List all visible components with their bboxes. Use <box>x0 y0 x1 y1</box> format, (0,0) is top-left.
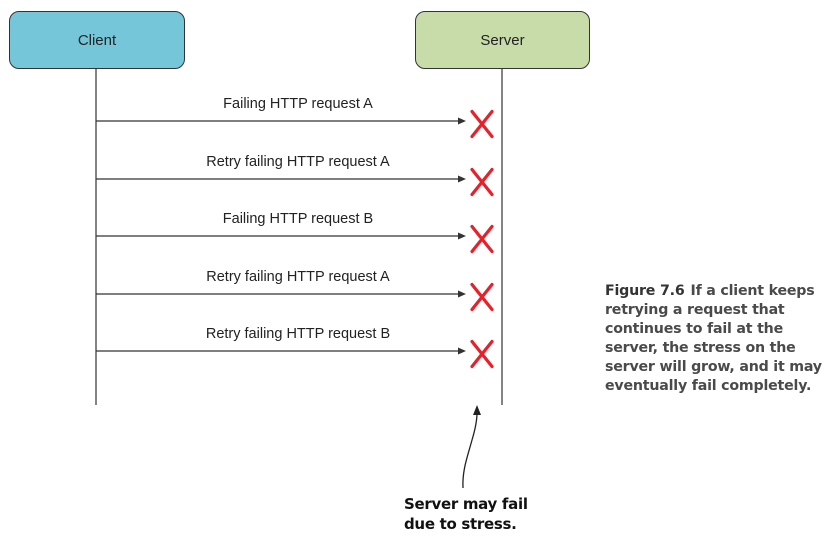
stress-arrow-line <box>462 412 478 489</box>
message-label: Retry failing HTTP request A <box>206 269 390 285</box>
message-arrow <box>96 232 466 240</box>
message-label: Retry failing HTTP request A <box>206 154 390 170</box>
fail-x-icon <box>470 109 494 139</box>
stress-annotation-line-2: due to stress. <box>404 515 517 533</box>
stress-annotation-line-1: Server may fail <box>404 495 528 513</box>
arrowhead-icon <box>458 175 466 183</box>
fail-x-icon <box>470 167 494 197</box>
client-actor: Client <box>9 11 185 69</box>
fail-x-icon <box>470 282 494 312</box>
message-arrow <box>96 347 466 355</box>
message-arrow <box>96 175 466 183</box>
arrowhead-icon <box>458 347 466 355</box>
arrow-up-icon <box>473 405 481 415</box>
figure-number: Figure 7.6 <box>605 283 685 299</box>
fail-x-icon <box>470 224 494 254</box>
fail-x-icon <box>470 339 494 369</box>
arrowhead-icon <box>458 290 466 298</box>
message-label: Failing HTTP request A <box>223 96 373 112</box>
client-label: Client <box>77 31 117 49</box>
server-actor: Server <box>415 11 590 69</box>
message-label: Retry failing HTTP request B <box>205 326 391 342</box>
figure-caption-text: If a client keeps retrying a request tha… <box>605 283 822 394</box>
arrowhead-icon <box>458 117 466 125</box>
arrowhead-icon <box>458 232 466 240</box>
message-label: Failing HTTP request B <box>222 211 374 227</box>
message-arrow <box>96 290 466 298</box>
stress-annotation: Server may fail due to stress. <box>404 494 584 534</box>
server-label: Server <box>480 31 525 49</box>
message-arrow <box>96 117 466 125</box>
